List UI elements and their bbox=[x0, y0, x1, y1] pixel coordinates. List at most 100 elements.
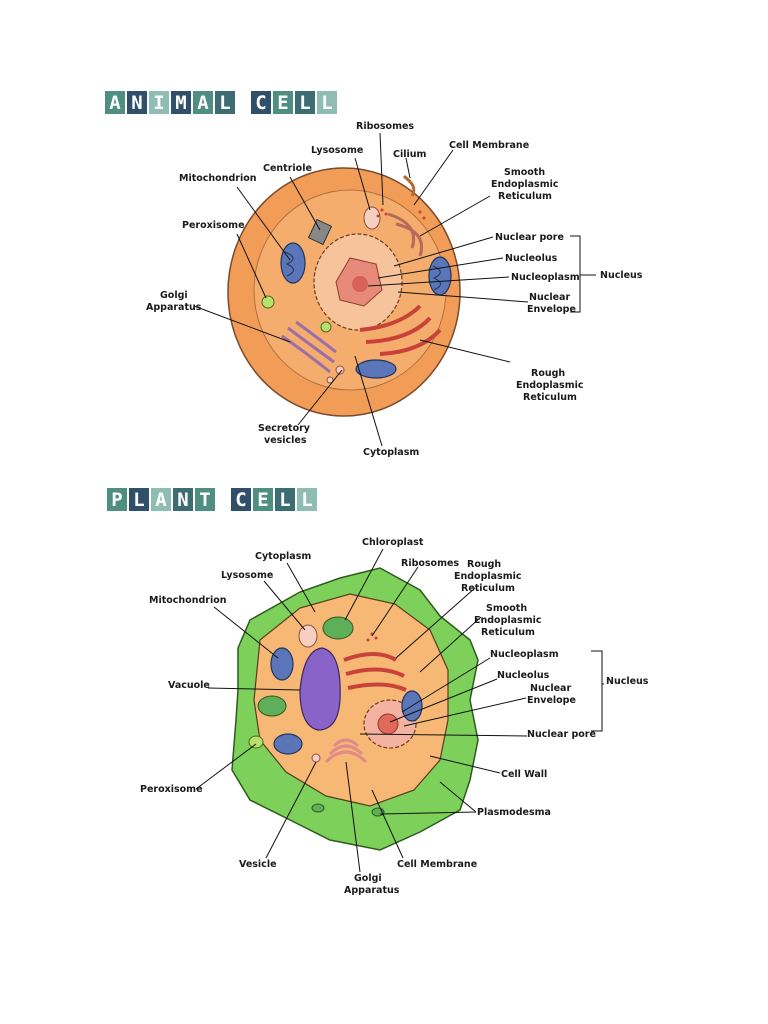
plant-label-nuclear-env-1: Nuclear bbox=[530, 683, 571, 694]
plant-lysosome bbox=[298, 624, 318, 648]
plant-title-tile bbox=[195, 488, 215, 511]
animal-title-letter: N bbox=[131, 92, 142, 114]
plant-label-nucleolus: Nucleolus bbox=[497, 670, 550, 681]
plant-label-smooth-er-1: Smooth bbox=[486, 603, 527, 614]
animal-title-tile bbox=[149, 91, 169, 114]
plant-leader-lines bbox=[195, 548, 604, 873]
animal-label-peroxisome: Peroxisome bbox=[182, 220, 245, 231]
animal-title-letter: A bbox=[197, 92, 209, 114]
plant-title-tile bbox=[107, 488, 127, 511]
animal-golgi-apparatus bbox=[281, 320, 337, 374]
animal-label-ribosomes: Ribosomes bbox=[356, 121, 414, 132]
plant-chloroplast-2 bbox=[257, 695, 287, 717]
animal-title-tile bbox=[295, 91, 315, 114]
plant-vacuole bbox=[299, 647, 341, 731]
animal-centriole bbox=[307, 218, 333, 246]
animal-ribosomes bbox=[376, 208, 426, 220]
plant-label-golgi-1: Golgi bbox=[354, 873, 382, 884]
animal-title-tile bbox=[171, 91, 191, 114]
animal-labels: Ribosomes Lysosome Cilium Cell Membrane … bbox=[146, 121, 643, 458]
animal-title-tile bbox=[317, 91, 337, 114]
animal-label-nucleus: Nucleus bbox=[600, 270, 643, 281]
plant-label-golgi-2: Apparatus bbox=[344, 885, 400, 896]
plant-mitochondrion-left bbox=[270, 647, 294, 681]
plant-chloroplast bbox=[322, 616, 354, 640]
plant-title-letter: P bbox=[111, 489, 122, 511]
animal-peroxisome bbox=[261, 295, 275, 309]
plant-cell-membrane bbox=[253, 593, 449, 807]
animal-label-nuclear-env-2: Envelope bbox=[527, 304, 576, 315]
plant-label-ribosomes: Ribosomes bbox=[401, 558, 459, 569]
plant-vesicle bbox=[311, 753, 321, 763]
animal-cilium bbox=[402, 174, 416, 197]
animal-label-cilium: Cilium bbox=[393, 149, 427, 160]
plant-title-letter: A bbox=[155, 489, 167, 511]
plant-nucleolus bbox=[377, 713, 399, 735]
plant-title-letter: L bbox=[133, 489, 144, 511]
animal-label-smooth-er-3: Reticulum bbox=[498, 191, 552, 202]
animal-label-nuclear-pore: Nuclear pore bbox=[495, 232, 564, 243]
animal-cell-drawing bbox=[227, 167, 461, 417]
animal-title-tile bbox=[273, 91, 293, 114]
animal-label-cell-membrane: Cell Membrane bbox=[449, 140, 529, 151]
animal-title-letter: A bbox=[109, 92, 121, 114]
plant-title-letter: L bbox=[279, 489, 290, 511]
animal-label-centriole: Centriole bbox=[263, 163, 312, 174]
plant-title-letter: L bbox=[301, 489, 312, 511]
animal-label-rough-er-2: Endoplasmic bbox=[516, 380, 584, 391]
plant-rough-er bbox=[343, 652, 407, 692]
plant-label-smooth-er-3: Reticulum bbox=[481, 627, 535, 638]
plant-label-rough-er-2: Endoplasmic bbox=[454, 571, 522, 582]
animal-secretory-vesicle-2 bbox=[326, 376, 334, 384]
plant-label-rough-er-3: Reticulum bbox=[461, 583, 515, 594]
animal-label-rough-er-3: Reticulum bbox=[523, 392, 577, 403]
animal-title-tile bbox=[193, 91, 213, 114]
animal-mitochondrion-right bbox=[428, 256, 452, 296]
plant-label-lysosome: Lysosome bbox=[221, 570, 273, 581]
plant-label-cytoplasm: Cytoplasm bbox=[255, 551, 311, 562]
animal-label-lysosome: Lysosome bbox=[311, 145, 363, 156]
animal-label-golgi-1: Golgi bbox=[160, 290, 188, 301]
animal-title-letter: L bbox=[219, 92, 230, 114]
plant-label-cell-wall: Cell Wall bbox=[501, 769, 547, 780]
animal-title-tile bbox=[105, 91, 125, 114]
animal-title-tile bbox=[215, 91, 235, 114]
plant-labels: Chloroplast Cytoplasm Ribosomes Rough En… bbox=[140, 537, 649, 896]
plant-label-nucleus: Nucleus bbox=[606, 676, 649, 687]
animal-label-nucleolus: Nucleolus bbox=[505, 253, 558, 264]
animal-label-rough-er-1: Rough bbox=[531, 368, 565, 379]
animal-title-letter: E bbox=[277, 92, 288, 114]
plant-mitochondrion-bottom bbox=[273, 733, 303, 755]
plant-label-vacuole: Vacuole bbox=[168, 680, 210, 691]
animal-leader-lines bbox=[193, 132, 596, 447]
plant-label-nuclear-env-2: Envelope bbox=[527, 695, 576, 706]
animal-peroxisome-2 bbox=[320, 321, 332, 333]
animal-secretory-vesicle bbox=[335, 365, 345, 375]
animal-label-nucleoplasm: Nucleoplasm bbox=[511, 272, 580, 283]
animal-label-smooth-er-1: Smooth bbox=[504, 167, 545, 178]
animal-nucleolus-center bbox=[352, 276, 368, 292]
plant-label-nucleoplasm: Nucleoplasm bbox=[490, 649, 559, 660]
animal-mitochondrion-bottom bbox=[355, 359, 397, 379]
animal-lysosome bbox=[363, 206, 381, 230]
animal-label-secretory-1: Secretory bbox=[258, 423, 311, 434]
plant-title-letter: N bbox=[177, 489, 188, 511]
animal-label-cytoplasm: Cytoplasm bbox=[363, 447, 419, 458]
plant-title-tile bbox=[253, 488, 273, 511]
plant-golgi-apparatus bbox=[324, 738, 368, 764]
animal-title-letter: I bbox=[153, 92, 164, 114]
animal-label-nuclear-env-1: Nuclear bbox=[529, 292, 570, 303]
plant-title-tile bbox=[231, 488, 251, 511]
plant-title-tile bbox=[297, 488, 317, 511]
plant-title-tile bbox=[129, 488, 149, 511]
plant-label-peroxisome: Peroxisome bbox=[140, 784, 203, 795]
plant-label-rough-er-1: Rough bbox=[467, 559, 501, 570]
plant-cell-drawing bbox=[231, 567, 479, 851]
plant-peroxisome bbox=[248, 735, 264, 749]
animal-mitochondrion-left bbox=[280, 242, 306, 284]
plant-label-nuclear-pore: Nuclear pore bbox=[527, 729, 596, 740]
animal-title-tile bbox=[127, 91, 147, 114]
